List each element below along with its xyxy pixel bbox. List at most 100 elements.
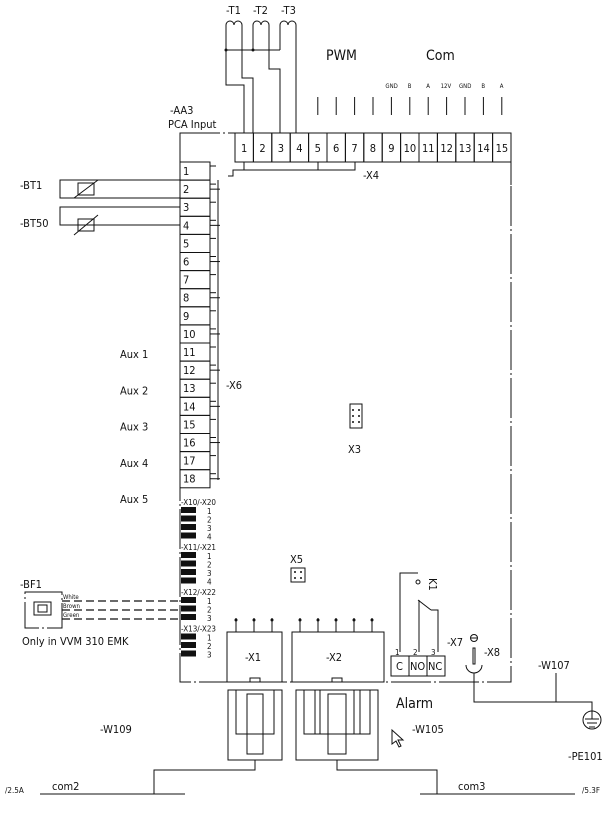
x6-pin-number: 15 [183, 418, 196, 431]
x6-pin-number: 10 [183, 328, 196, 341]
right-page-ref[interactable]: /5.3F [582, 786, 600, 795]
aux-label: Aux 1 [120, 348, 148, 361]
board-name: PCA Input [168, 118, 217, 131]
x6-pin-number: 18 [183, 473, 196, 486]
x6-pin-number: 1 [183, 165, 189, 178]
connector-pin [181, 560, 196, 567]
x4-signal-label: A [426, 83, 430, 90]
connector-ref: -X10/-X20 [181, 498, 216, 507]
connector-pin-number: 1 [207, 507, 212, 516]
x4-pin-number: 2 [259, 142, 265, 155]
x6-pin-number: 8 [183, 292, 189, 305]
connector-ref: -X12/-X22 [181, 588, 216, 597]
x6-pin-number: 11 [183, 346, 196, 359]
x4-signal-label: GND [385, 83, 397, 90]
connector-pin-number: 1 [207, 597, 212, 606]
connector-pin-number: 2 [207, 561, 212, 570]
x6-pin-number: 14 [183, 400, 196, 413]
x4-pin-number: 10 [404, 142, 417, 155]
relay-ref: K1 [426, 578, 439, 591]
x4-signal-label: A [500, 83, 504, 90]
right-bus: com3 [458, 780, 485, 793]
wire-brown: Brown [63, 603, 80, 610]
x4-signal-label: 12V [441, 83, 452, 90]
x4-signal-label: GND [459, 83, 471, 90]
connector-pin [181, 642, 196, 648]
transformers: -T1 -T2 -T3 [224, 4, 297, 133]
jumper-x5 [290, 567, 306, 583]
x4-pin-number: 14 [477, 142, 490, 155]
sensor-bt1-label: -BT1 [20, 179, 42, 192]
x4-pin [492, 132, 512, 163]
connector-pin [181, 524, 196, 530]
connector-pin [181, 552, 196, 558]
x4-signal-label: B [481, 83, 485, 90]
jumper-x3 [349, 403, 363, 429]
plug-x1 [153, 689, 283, 794]
earth-pe101 [582, 710, 602, 730]
flow-sensor-bf1 [24, 591, 63, 629]
x6-pin-number: 5 [183, 237, 189, 250]
x5-label: X5 [290, 553, 303, 566]
left-bus: com2 [52, 780, 79, 793]
x4-signal-label: B [408, 83, 412, 90]
aux-label: Aux 3 [120, 421, 148, 434]
aux-label: Aux 5 [120, 493, 148, 506]
x6-pin-number: 7 [183, 274, 189, 287]
connector-pin [181, 605, 196, 612]
connector-ref: -X13/-X23 [181, 625, 216, 634]
connector-pin-number: 3 [207, 651, 212, 660]
x4-pin-number: 15 [496, 142, 509, 155]
x6-ref: -X6 [226, 379, 242, 392]
pwm-label: PWM [326, 48, 357, 64]
connector-ref: -X11/-X21 [181, 543, 216, 552]
terminal-x7: 1 2 3 C NO NC [390, 648, 446, 677]
connector-pin-number: 2 [207, 516, 212, 525]
transformer-t1-label: -T1 [226, 4, 241, 17]
x6-pin-number: 2 [183, 183, 189, 196]
transformer-t3-label: -T3 [281, 4, 296, 17]
connector-pin [181, 597, 196, 603]
connector-pin [181, 569, 196, 575]
x4-ref: -X4 [363, 169, 379, 182]
x1-label: -X1 [245, 651, 261, 664]
pin-nc: NC [428, 660, 442, 673]
x4-pin-number: 1 [241, 142, 247, 155]
x4-pin-number: 3 [278, 142, 284, 155]
connector-pin [181, 515, 196, 522]
x8-ref: -X8 [484, 646, 500, 659]
wire-green: Green [63, 612, 79, 619]
x6-pin-number: 6 [183, 256, 189, 269]
connector-pin [181, 614, 196, 620]
connector-pin-number: 3 [207, 569, 212, 578]
alarm-label: Alarm [396, 696, 433, 712]
svg-text:1: 1 [395, 648, 400, 657]
transformer-t3 [279, 20, 297, 133]
small-connectors: -X10/-X201234-X11/-X211234-X12/-X22123-X… [181, 498, 216, 660]
bf1-ref: -BF1 [20, 578, 42, 591]
aux-label: Aux 4 [120, 457, 148, 470]
x2-label: -X2 [326, 651, 342, 664]
svg-text:2: 2 [413, 648, 418, 657]
pin-c: C [396, 660, 403, 673]
left-page-ref[interactable]: /2.5A [5, 786, 24, 795]
x4-pin-number: 9 [388, 142, 394, 155]
x6-pin-number: 17 [183, 455, 196, 468]
connector-pin [181, 532, 196, 539]
x4-pin-number: 7 [351, 142, 357, 155]
connector-pin-number: 1 [207, 634, 212, 643]
board-ref: -AA3 [170, 104, 193, 117]
connector-pin-number: 2 [207, 642, 212, 651]
cable-w107: -W107 [538, 659, 570, 672]
svg-text:3: 3 [431, 648, 436, 657]
x6-pin-number: 12 [183, 364, 196, 377]
x7-ref: -X7 [447, 636, 463, 649]
sensor-bt50 [59, 206, 180, 236]
x6-pin-number: 16 [183, 437, 196, 450]
x4-pin-number: 13 [459, 142, 472, 155]
cable-w109: -W109 [100, 723, 132, 736]
